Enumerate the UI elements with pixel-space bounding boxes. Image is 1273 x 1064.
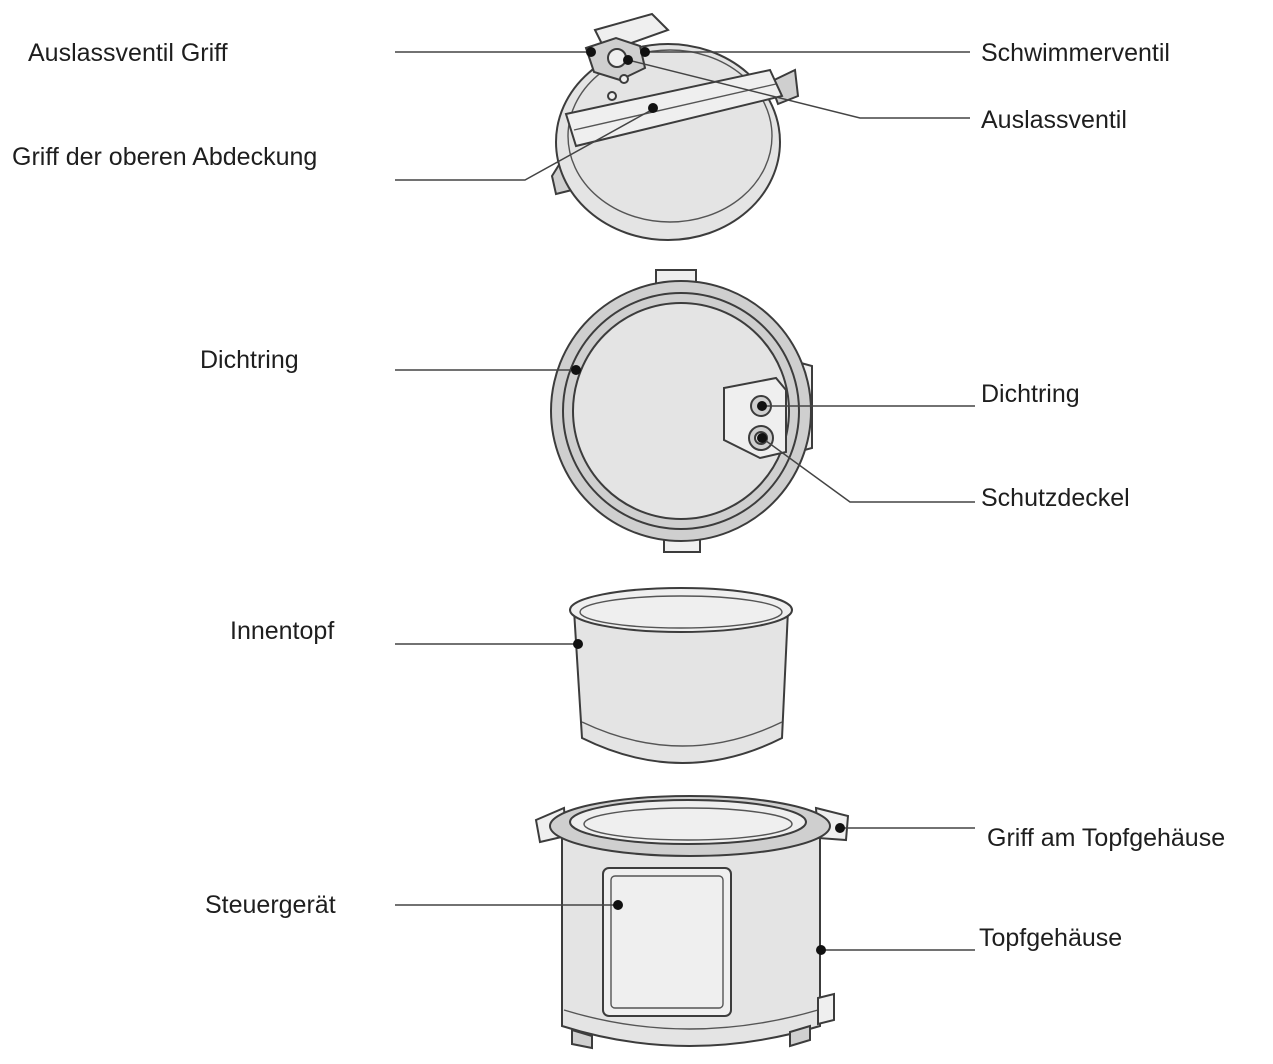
dot-auslassventil-griff: [586, 47, 596, 57]
label-griff-obere-abdeckung: Griff der oberen Abdeckung: [12, 143, 317, 171]
inner-pot: [569, 587, 793, 764]
label-griff-topfgehaeuse: Griff am Topfgehäuse: [987, 824, 1225, 852]
labels: Auslassventil Griff Schwimmerventil Ausl…: [12, 39, 1225, 952]
dot-griff-obere-abdeckung: [648, 103, 658, 113]
dot-innentopf: [573, 639, 583, 649]
leader-lines: [395, 51, 975, 951]
label-dichtring-left: Dichtring: [200, 346, 299, 374]
dot-topfgehaeuse: [816, 945, 826, 955]
label-schutzdeckel: Schutzdeckel: [981, 484, 1130, 512]
label-steuergeraet: Steuergerät: [205, 891, 336, 919]
dot-dichtring-right: [757, 401, 767, 411]
label-dichtring-right: Dichtring: [981, 380, 1080, 408]
leader-schutzdeckel: [761, 437, 975, 503]
lid-bottom-view: [550, 269, 813, 553]
dot-schutzdeckel: [757, 433, 767, 443]
dot-auslassventil: [623, 55, 633, 65]
dot-dichtring-left: [571, 365, 581, 375]
leader-auslassventil: [627, 59, 970, 119]
label-auslassventil-griff: Auslassventil Griff: [28, 39, 228, 67]
label-topfgehaeuse: Topfgehäuse: [979, 924, 1122, 952]
dot-schwimmerventil: [640, 47, 650, 57]
label-innentopf: Innentopf: [230, 617, 334, 645]
pot-housing: [534, 795, 850, 1050]
label-auslassventil: Auslassventil: [981, 106, 1127, 134]
dot-griff-topfgehaeuse: [835, 823, 845, 833]
callout-dots: [571, 47, 845, 955]
label-schwimmerventil: Schwimmerventil: [981, 39, 1170, 67]
leader-griff-obere-abdeckung: [395, 107, 656, 181]
dot-steuergeraet: [613, 900, 623, 910]
